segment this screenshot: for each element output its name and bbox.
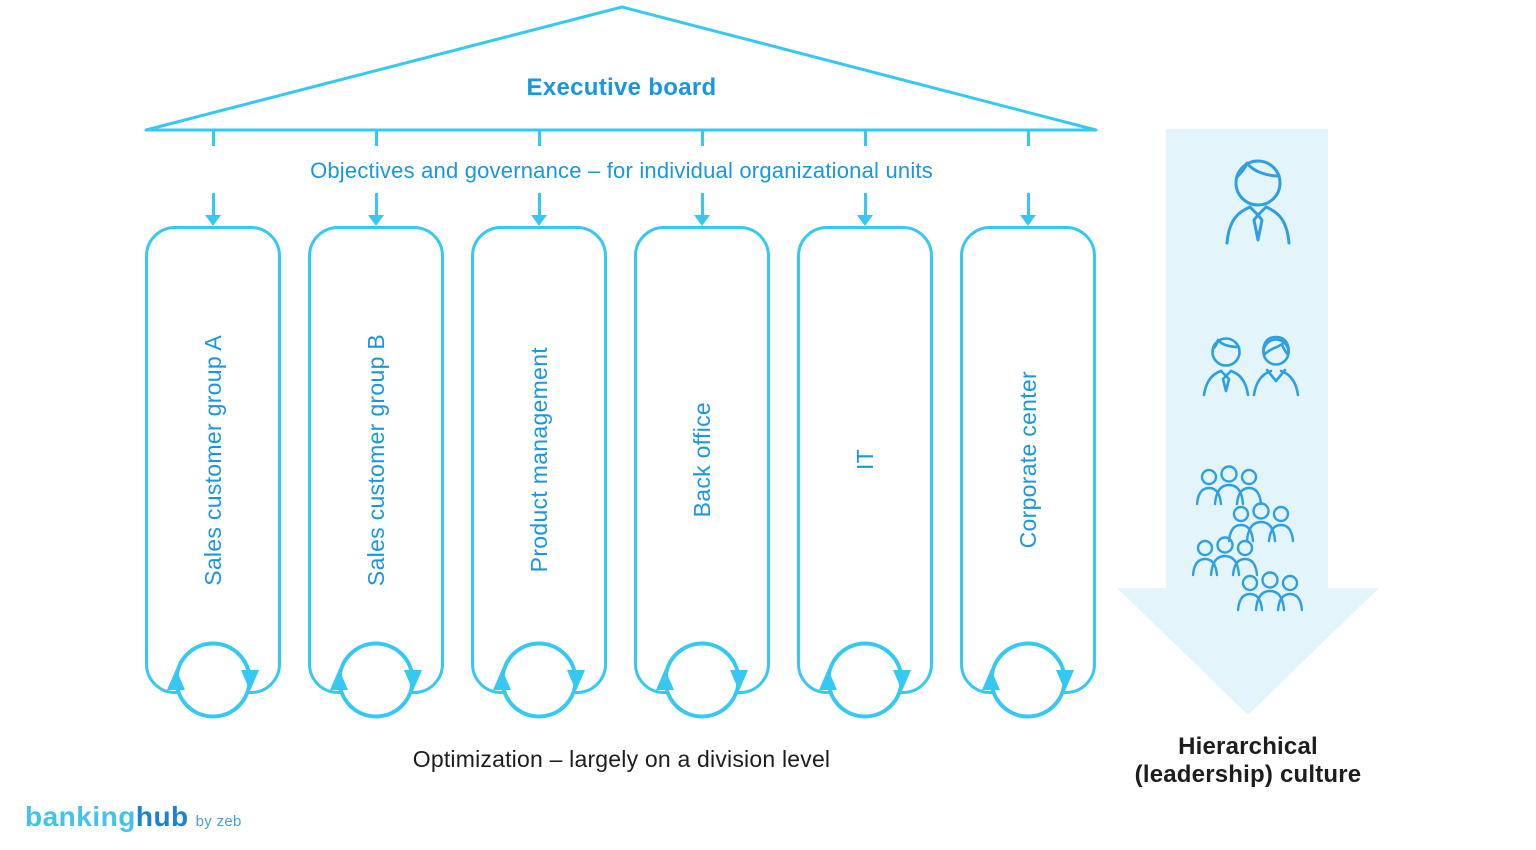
pillar-back-office: Back office bbox=[634, 226, 770, 694]
down-arrow-icon bbox=[375, 193, 378, 216]
roof-label: Executive board bbox=[526, 74, 717, 101]
down-arrow-icon bbox=[694, 215, 710, 226]
people-group-icon bbox=[1196, 465, 1262, 506]
pillar-label: Sales customer group B bbox=[362, 333, 389, 587]
cycle-arrows-icon bbox=[330, 641, 422, 719]
people-group-icon bbox=[1237, 571, 1303, 612]
down-arrow-icon bbox=[531, 215, 547, 226]
roof-tick bbox=[864, 130, 867, 146]
hierarchy-caption-line1: Hierarchical bbox=[1178, 733, 1318, 760]
pillar-label: Back office bbox=[688, 402, 715, 518]
bankinghub-logo: banking hub by zeb bbox=[25, 801, 242, 833]
roof-tick bbox=[212, 130, 215, 146]
roof-tick bbox=[538, 130, 541, 146]
hierarchy-arrow-head bbox=[1117, 588, 1379, 715]
cycle-arrows-icon bbox=[819, 641, 911, 719]
governance-caption: Objectives and governance – for individu… bbox=[310, 158, 933, 183]
cycle-arrows-icon bbox=[656, 641, 748, 719]
hierarchy-caption: Hierarchical (leadership) culture bbox=[1087, 733, 1409, 789]
down-arrow-icon bbox=[1027, 193, 1030, 216]
pillar-product-management: Product management bbox=[471, 226, 607, 694]
roof-triangle bbox=[144, 5, 1098, 132]
roof-tick bbox=[1027, 130, 1030, 146]
two-persons-icon bbox=[1202, 335, 1300, 397]
pillar-sales-customer-group-a: Sales customer group A bbox=[145, 226, 281, 694]
down-arrow-icon bbox=[368, 215, 384, 226]
cycle-arrows-icon bbox=[493, 641, 585, 719]
down-arrow-icon bbox=[205, 215, 221, 226]
down-arrow-icon bbox=[538, 193, 541, 216]
person-icon bbox=[1225, 159, 1291, 245]
pillar-corporate-center: Corporate center bbox=[960, 226, 1096, 694]
pillar-label: Sales customer group A bbox=[199, 334, 226, 586]
down-arrow-icon bbox=[212, 193, 215, 216]
pillar-sales-customer-group-b: Sales customer group B bbox=[308, 226, 444, 694]
logo-banking-text: banking bbox=[25, 801, 136, 832]
pillar-label: Corporate center bbox=[1014, 371, 1041, 549]
down-arrow-icon bbox=[701, 193, 704, 216]
roof-tick bbox=[701, 130, 704, 146]
pillar-label: Product management bbox=[525, 347, 552, 573]
down-arrow-icon bbox=[857, 215, 873, 226]
hierarchy-caption-line2: (leadership) culture bbox=[1134, 761, 1362, 788]
logo-hub-text: hub bbox=[135, 801, 189, 832]
pillar-it: IT bbox=[797, 226, 933, 694]
down-arrow-icon bbox=[1020, 215, 1036, 226]
logo-byline-text: by zeb bbox=[195, 813, 242, 830]
cycle-arrows-icon bbox=[982, 641, 1074, 719]
cycle-arrows-icon bbox=[167, 641, 259, 719]
optimization-caption: Optimization – largely on a division lev… bbox=[412, 746, 831, 772]
pillar-label: IT bbox=[851, 449, 878, 471]
roof-tick bbox=[375, 130, 378, 146]
people-group-icon bbox=[1228, 502, 1294, 543]
down-arrow-icon bbox=[864, 193, 867, 216]
people-group-icon bbox=[1192, 536, 1258, 577]
